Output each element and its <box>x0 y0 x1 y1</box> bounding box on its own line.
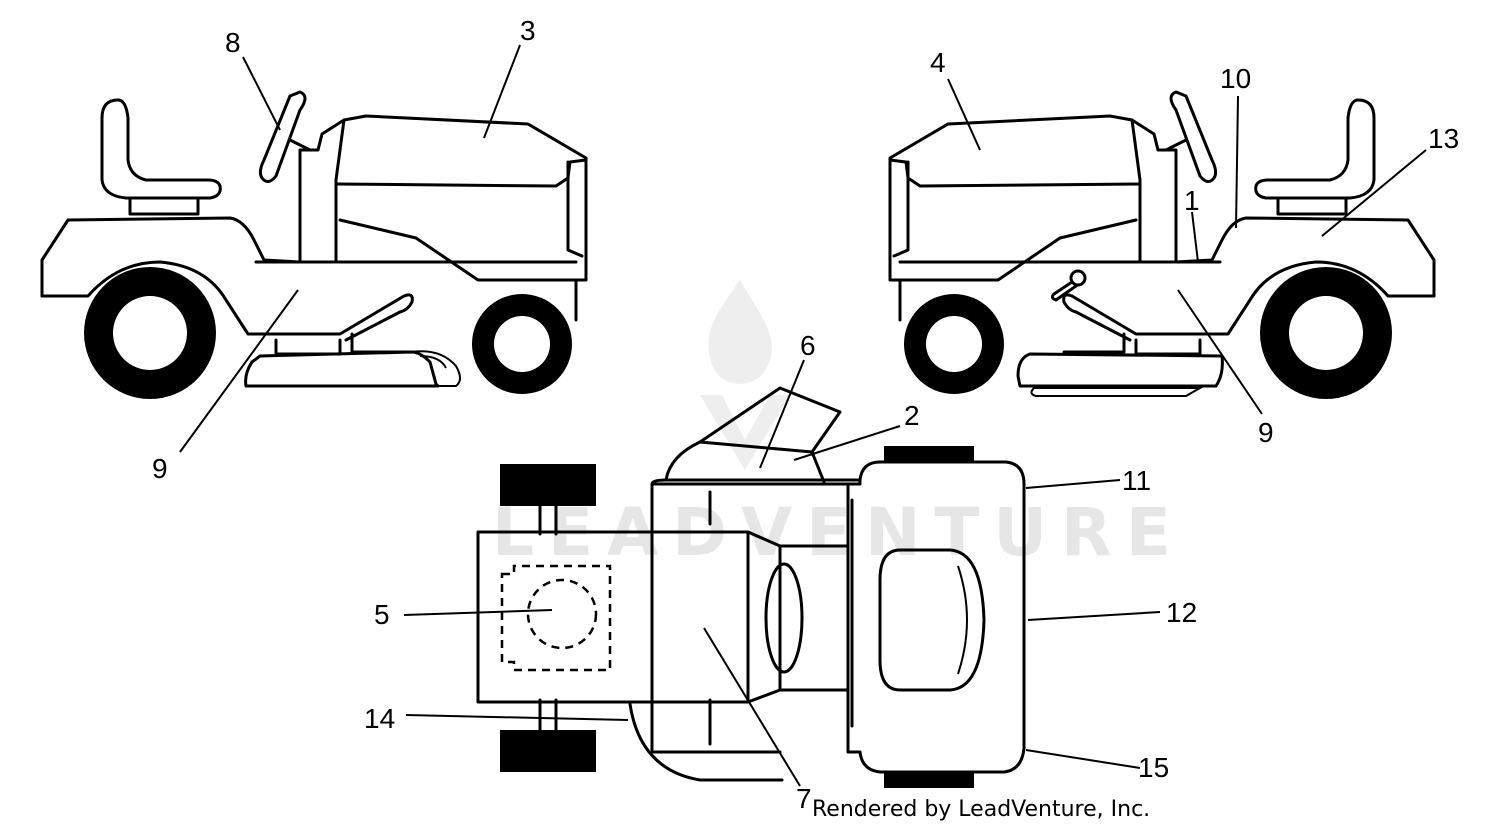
callout-15: 15 <box>1138 752 1169 783</box>
callout-8: 8 <box>225 27 241 58</box>
callout-9-right: 9 <box>1258 417 1274 448</box>
callout-labels: 8 3 9 4 10 13 1 9 6 2 11 12 5 14 15 7 <box>152 15 1459 814</box>
callout-14: 14 <box>364 703 395 734</box>
watermark: LEADVENTURE <box>492 280 1171 571</box>
callout-13: 13 <box>1428 123 1459 154</box>
tractor-left-side-view <box>40 90 588 399</box>
tractor-top-view <box>476 386 1026 788</box>
callout-2: 2 <box>904 400 920 431</box>
callout-9-left: 9 <box>152 453 168 484</box>
render-credit: Rendered by LeadVenture, Inc. <box>812 797 1150 822</box>
leader-lines <box>179 44 1427 787</box>
callout-10: 10 <box>1220 63 1251 94</box>
callout-3: 3 <box>520 15 536 46</box>
callout-7: 7 <box>796 783 812 814</box>
callout-1: 1 <box>1184 185 1200 216</box>
callout-12: 12 <box>1166 597 1197 628</box>
callout-11: 11 <box>1122 465 1151 496</box>
callout-6: 6 <box>800 330 816 361</box>
tractor-right-side-view <box>888 90 1436 399</box>
callout-4: 4 <box>930 47 946 78</box>
callout-5: 5 <box>374 599 390 630</box>
